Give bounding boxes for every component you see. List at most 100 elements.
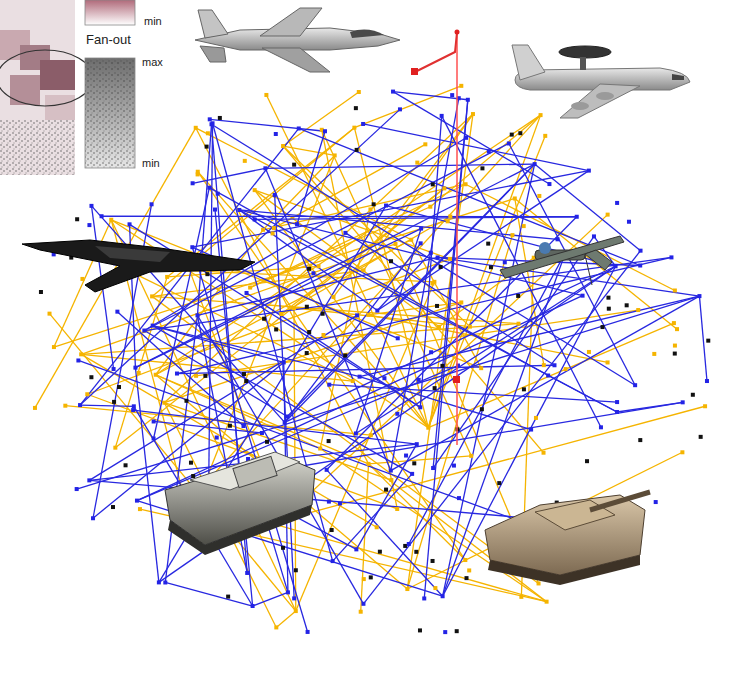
network-dot <box>446 219 450 223</box>
network-dot <box>262 317 266 321</box>
network-dot <box>441 594 445 598</box>
network-dot <box>331 559 335 563</box>
network-dot <box>292 163 296 167</box>
network-dot <box>203 374 207 378</box>
inset-heatmap <box>0 0 135 175</box>
network-dot <box>274 327 278 331</box>
network-dot <box>274 132 278 136</box>
network-dot <box>417 378 421 382</box>
network-dot <box>327 439 331 443</box>
network-dot <box>113 446 117 450</box>
network-dot <box>431 182 435 186</box>
network-dot <box>154 373 158 377</box>
network-dot <box>395 507 399 511</box>
network-dot <box>459 84 463 88</box>
network-dot <box>533 162 537 166</box>
network-link <box>535 164 641 251</box>
network-dot <box>419 241 423 245</box>
network-dot <box>467 568 471 572</box>
network-dot <box>375 525 379 529</box>
network-dot <box>480 407 484 411</box>
network-link <box>361 464 369 612</box>
network-dot <box>431 466 435 470</box>
network-dot <box>404 454 408 458</box>
network-dot <box>389 259 393 263</box>
network-dot <box>354 431 358 435</box>
network-dot <box>279 312 283 316</box>
network-dot <box>175 372 179 376</box>
network-dot <box>389 469 393 473</box>
network-dot <box>375 309 379 313</box>
network-dot <box>487 149 491 153</box>
network-dot <box>242 372 246 376</box>
network-dot <box>691 393 695 397</box>
network-dot <box>191 181 195 185</box>
network-dot <box>703 404 707 408</box>
network-link <box>239 210 582 296</box>
network-dot <box>244 379 248 383</box>
network-dot <box>627 220 631 224</box>
network-link <box>356 266 616 433</box>
network-dot <box>419 227 423 231</box>
network-dot <box>486 242 490 246</box>
network-dot <box>575 215 579 219</box>
network-dot <box>135 499 139 503</box>
red-line <box>456 32 458 445</box>
network-dot <box>429 251 433 255</box>
network-link <box>393 92 549 184</box>
tank <box>165 452 315 555</box>
network-dot <box>415 161 419 165</box>
network-dot <box>468 325 472 329</box>
network-dot <box>615 400 619 404</box>
network-dot <box>513 196 517 200</box>
network-dot <box>305 351 309 355</box>
network-dot <box>585 459 589 463</box>
network-dot <box>285 414 289 418</box>
network-dot <box>330 528 334 532</box>
network-dot <box>636 308 640 312</box>
network-dot <box>248 286 252 290</box>
network-dot <box>418 628 422 632</box>
network-link <box>144 138 466 331</box>
network-dot <box>63 404 67 408</box>
network-dot <box>150 294 154 298</box>
network-dot <box>325 468 329 472</box>
network-dot <box>443 630 447 634</box>
network-link <box>135 368 158 583</box>
network-link <box>137 296 583 501</box>
network-dot <box>115 310 119 314</box>
network-dot <box>393 242 397 246</box>
network-dot <box>245 571 249 575</box>
network-dot <box>142 329 146 333</box>
red-node <box>411 68 418 75</box>
network-dot <box>606 213 610 217</box>
network-dot <box>592 234 596 238</box>
network-dot <box>260 431 264 435</box>
network-link <box>144 331 287 417</box>
network-dot <box>433 386 437 390</box>
network-dot <box>601 325 605 329</box>
network-dot <box>510 133 514 137</box>
network-dot <box>137 371 141 375</box>
network-dot <box>138 507 142 511</box>
network-dot <box>426 426 430 430</box>
network-dot <box>100 214 104 218</box>
network-dot <box>131 408 135 412</box>
network-dot <box>292 596 296 600</box>
network-dot <box>497 481 501 485</box>
network-dot <box>48 312 52 316</box>
network-dot <box>423 142 427 146</box>
network-dot <box>464 136 468 140</box>
network-link <box>50 314 296 611</box>
network-dot <box>522 224 526 228</box>
network-link <box>548 376 617 412</box>
network-dot <box>89 375 93 379</box>
network-dot <box>87 223 91 227</box>
network-dot <box>503 260 507 264</box>
network-link <box>699 296 707 381</box>
network-dot <box>355 313 359 317</box>
network-dot <box>52 345 56 349</box>
network-dot <box>297 126 301 130</box>
network-dot <box>245 291 249 295</box>
